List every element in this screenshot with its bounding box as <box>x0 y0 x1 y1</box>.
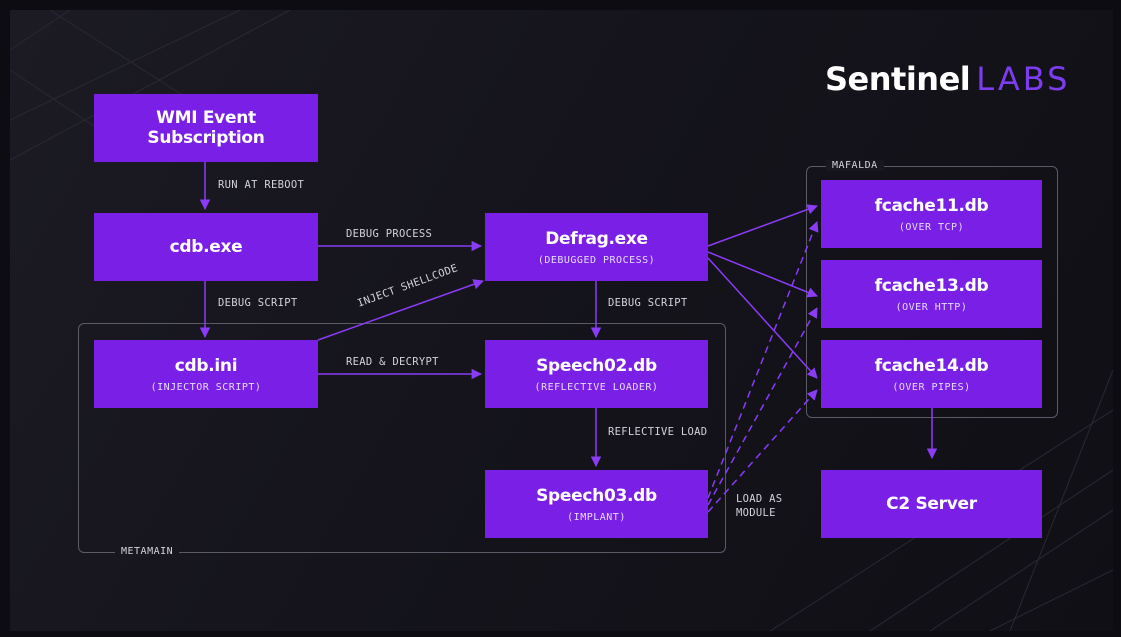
background-pattern <box>10 10 1113 631</box>
node-fcache14: fcache14.db (OVER PIPES) <box>821 340 1042 408</box>
logo-text-light: LABS <box>976 60 1071 98</box>
node-fcache11-title: fcache11.db <box>874 195 989 216</box>
label-read-decrypt: READ & DECRYPT <box>346 356 439 368</box>
node-speech02-subtitle: (REFLECTIVE LOADER) <box>534 381 659 393</box>
label-debug-script-right: DEBUG SCRIPT <box>608 297 688 309</box>
node-fcache14-subtitle: (OVER PIPES) <box>892 381 971 393</box>
node-speech03-title: Speech03.db <box>536 485 657 506</box>
node-cdb-ini-title: cdb.ini <box>174 355 238 376</box>
node-speech03: Speech03.db (IMPLANT) <box>485 470 708 538</box>
label-module: MODULE <box>736 507 776 519</box>
node-defrag-subtitle: (DEBUGGED PROCESS) <box>537 254 656 266</box>
node-cdb-exe: cdb.exe <box>94 213 318 281</box>
node-speech02: Speech02.db (REFLECTIVE LOADER) <box>485 340 708 408</box>
node-defrag-exe: Defrag.exe (DEBUGGED PROCESS) <box>485 213 708 281</box>
node-cdb-ini-subtitle: (INJECTOR SCRIPT) <box>150 381 262 393</box>
node-cdb-ini: cdb.ini (INJECTOR SCRIPT) <box>94 340 318 408</box>
node-speech02-title: Speech02.db <box>536 355 657 376</box>
node-defrag-title: Defrag.exe <box>545 228 648 249</box>
node-speech03-subtitle: (IMPLANT) <box>567 511 626 523</box>
node-cdb-exe-title: cdb.exe <box>169 237 243 257</box>
node-fcache11-subtitle: (OVER TCP) <box>898 221 965 233</box>
node-fcache13-title: fcache13.db <box>874 275 989 296</box>
group-metamain-label: METAMAIN <box>115 546 180 557</box>
group-mafalda-label: MAFALDA <box>826 160 884 171</box>
label-debug-script-left: DEBUG SCRIPT <box>218 297 298 309</box>
label-run-at-reboot: RUN AT REBOOT <box>218 179 305 191</box>
node-fcache13-subtitle: (OVER HTTP) <box>895 301 968 313</box>
node-wmi-event-subscription: WMI Event Subscription <box>94 94 318 162</box>
label-reflective-load: REFLECTIVE LOAD <box>608 426 708 438</box>
node-fcache13: fcache13.db (OVER HTTP) <box>821 260 1042 328</box>
node-fcache11: fcache11.db (OVER TCP) <box>821 180 1042 248</box>
label-load-as: LOAD AS <box>736 493 783 505</box>
logo-text-bold: Sentinel <box>825 60 971 98</box>
node-wmi-title: WMI Event Subscription <box>147 108 265 148</box>
node-c2-server: C2 Server <box>821 470 1042 538</box>
node-fcache14-title: fcache14.db <box>874 355 989 376</box>
node-c2-title: C2 Server <box>886 494 977 514</box>
label-debug-process: DEBUG PROCESS <box>346 228 433 240</box>
